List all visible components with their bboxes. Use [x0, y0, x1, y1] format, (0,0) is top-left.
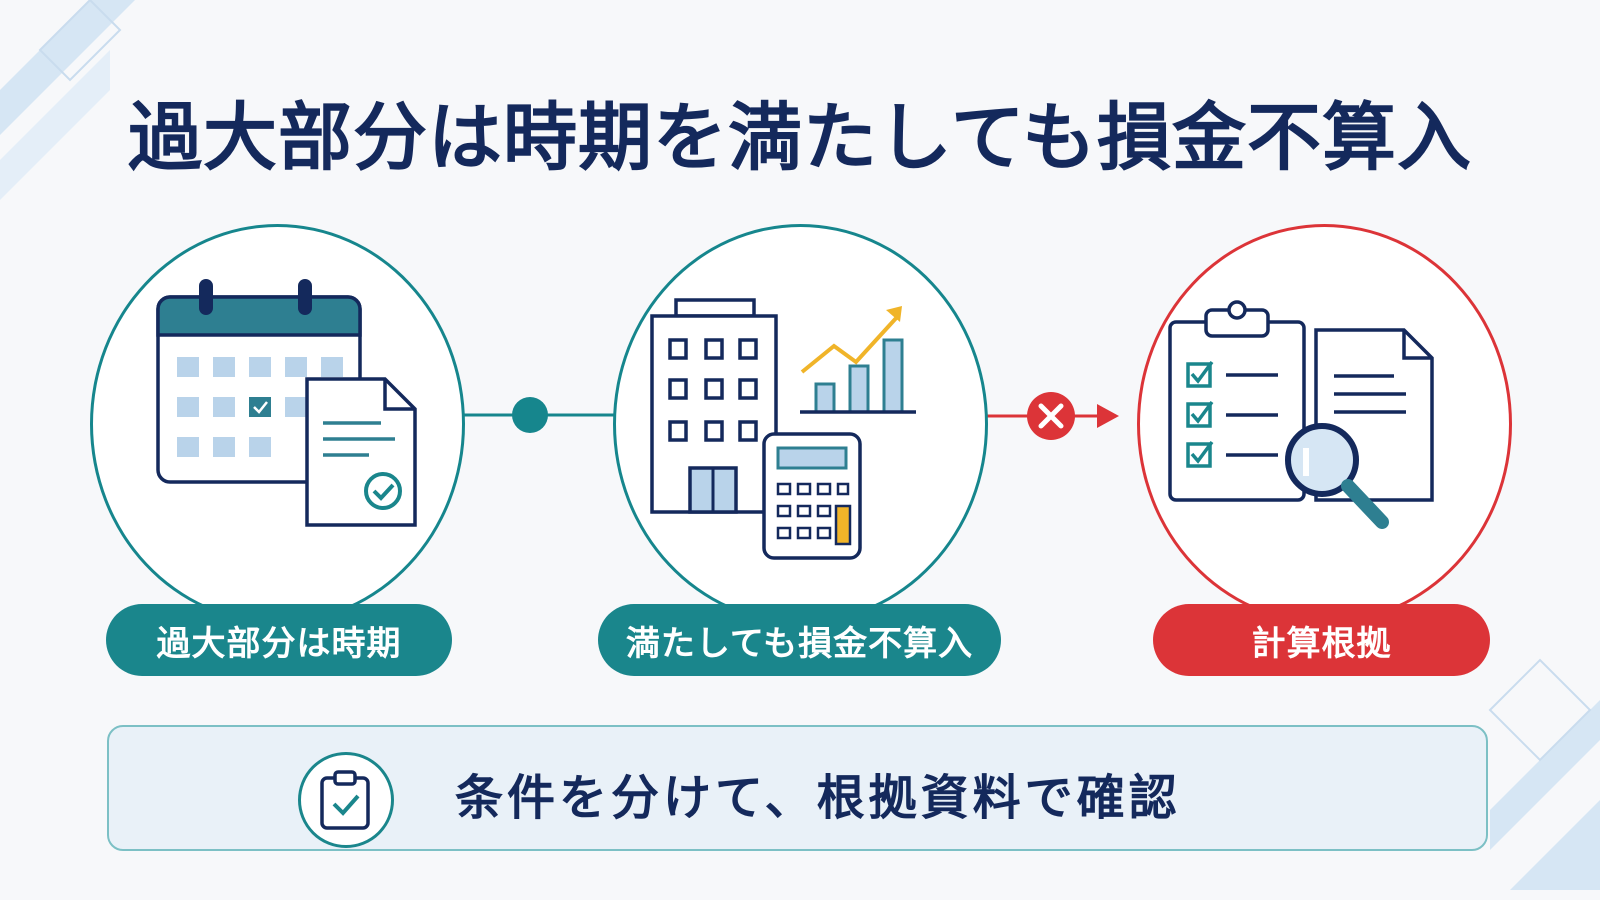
building-chart-calculator-icon	[650, 298, 916, 560]
step-3-label: 計算根拠	[1153, 604, 1490, 676]
page-title: 過大部分は時期を満たしても損金不算入	[127, 95, 1473, 181]
x-mark-arrow-icon	[985, 392, 1119, 440]
step-1-label: 過大部分は時期	[106, 604, 452, 676]
clipboard-check-icon	[320, 770, 370, 830]
decorative-corner-top-left	[0, 0, 135, 200]
step-2-label: 満たしても損金不算入	[598, 604, 1001, 676]
dot-connector-icon	[460, 397, 615, 433]
decorative-corner-bottom-right	[1488, 658, 1600, 890]
footer-text: 条件を分けて、根拠資料で確認	[455, 770, 1181, 826]
clipboard-checklist-magnifier-icon	[1168, 300, 1434, 529]
calendar-document-check-icon	[156, 279, 417, 527]
